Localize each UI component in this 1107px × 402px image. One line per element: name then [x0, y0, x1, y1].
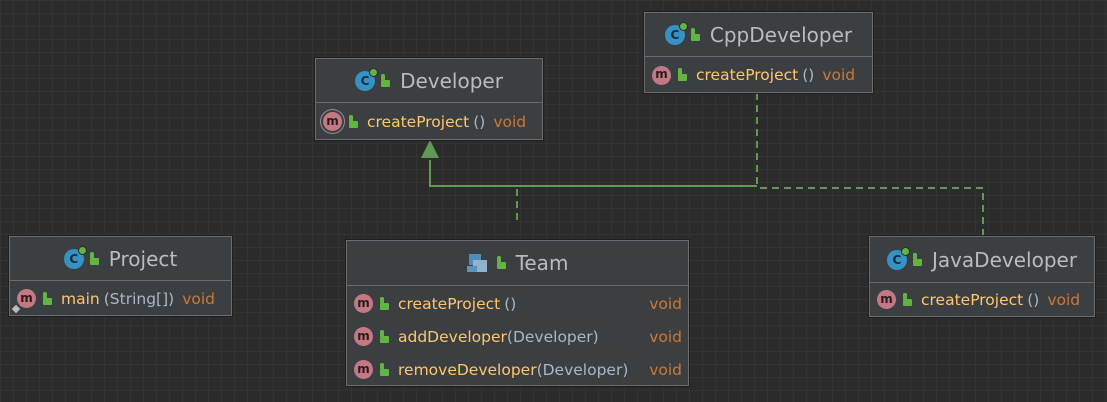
method-name: createProject — [921, 290, 1024, 309]
class-icon — [664, 21, 688, 45]
method-params: () — [473, 112, 486, 131]
method-params: (Developer) — [536, 360, 629, 379]
team-class-icon — [466, 252, 491, 274]
public-lock-icon — [43, 291, 52, 305]
member-list: createProject () void — [870, 283, 1094, 316]
node-header: CppDeveloper — [645, 13, 872, 57]
method-icon — [354, 327, 373, 346]
realization-arrowhead — [421, 140, 439, 158]
node-header: Project — [10, 237, 231, 281]
method-icon — [354, 294, 373, 313]
method-icon — [877, 290, 896, 309]
method-icon — [652, 65, 671, 85]
method-row[interactable]: removeDeveloper (Developer) void — [347, 353, 688, 386]
node-header: Developer — [316, 59, 542, 103]
public-lock-icon — [678, 68, 687, 81]
class-icon — [886, 246, 910, 270]
public-lock-icon — [380, 362, 389, 376]
member-list: main (String[]) void — [10, 281, 231, 316]
node-title: Project — [108, 246, 178, 271]
method-row[interactable]: createProject () void — [645, 57, 872, 93]
node-header: JavaDeveloper — [870, 237, 1094, 283]
method-name: addDeveloper — [398, 327, 507, 346]
method-row[interactable]: createProject () void — [316, 103, 542, 140]
public-lock-icon — [89, 251, 99, 265]
method-params: () — [504, 294, 517, 313]
public-lock-icon — [903, 292, 912, 306]
public-lock-icon — [349, 114, 358, 128]
class-node-cpp-developer[interactable]: CppDeveloper createProject () void — [644, 12, 873, 93]
node-header: Team — [347, 241, 688, 286]
method-params: () — [802, 66, 815, 84]
method-name: createProject — [367, 112, 470, 131]
method-params: (String[]) — [103, 289, 175, 308]
method-name: removeDeveloper — [398, 360, 537, 379]
method-name: createProject — [398, 294, 501, 313]
method-return-type: void — [649, 360, 682, 379]
method-return-type: void — [1047, 290, 1081, 309]
method-return-type: void — [493, 112, 527, 131]
public-lock-icon — [380, 296, 389, 310]
class-icon — [63, 245, 87, 269]
class-node-developer[interactable]: Developer createProject () void — [315, 58, 543, 140]
public-lock-icon — [380, 329, 389, 343]
method-params: (Developer) — [506, 327, 599, 346]
member-list: createProject () void — [645, 57, 872, 93]
method-row[interactable]: createProject () void — [347, 287, 688, 320]
abstract-class-icon — [355, 67, 379, 91]
class-node-project[interactable]: Project main (String[]) void — [9, 236, 232, 316]
method-row[interactable]: addDeveloper (Developer) void — [347, 320, 688, 353]
node-title: Developer — [400, 68, 503, 93]
method-return-type: void — [649, 327, 682, 346]
method-return-type: void — [822, 66, 856, 84]
method-params: () — [1027, 290, 1040, 309]
method-icon — [354, 360, 373, 379]
method-return-type: void — [182, 289, 215, 308]
node-title: JavaDeveloper — [931, 247, 1078, 272]
method-name: createProject — [696, 66, 799, 84]
public-lock-icon — [912, 252, 922, 266]
public-lock-icon — [496, 256, 506, 269]
member-list: createProject () void — [316, 103, 542, 140]
method-row[interactable]: createProject () void — [870, 283, 1094, 316]
node-title: Team — [515, 251, 569, 275]
method-name: main — [61, 289, 100, 308]
method-row[interactable]: main (String[]) void — [10, 281, 231, 316]
class-node-java-developer[interactable]: JavaDeveloper createProject () void — [869, 236, 1095, 317]
class-node-team[interactable]: Team createProject () void addDeveloper … — [346, 240, 689, 386]
public-lock-icon — [381, 73, 391, 87]
method-return-type: void — [649, 294, 682, 313]
static-method-icon — [11, 289, 36, 314]
abstract-method-icon — [323, 112, 342, 131]
public-lock-icon — [690, 27, 700, 41]
member-list: createProject () void addDeveloper (Deve… — [347, 286, 688, 386]
edge-trunk — [429, 160, 757, 187]
node-title: CppDeveloper — [709, 22, 853, 47]
edge-javadeveloper-to-developer — [757, 187, 984, 236]
